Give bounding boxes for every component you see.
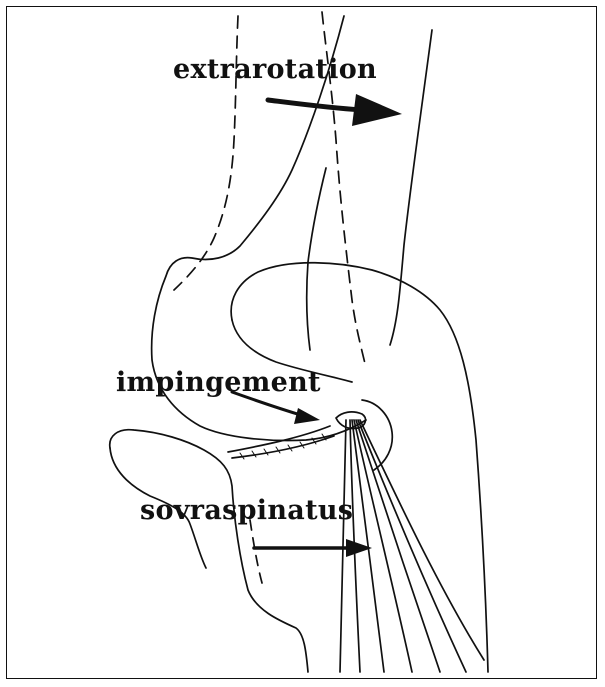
- acromion-outline: [110, 430, 308, 672]
- tendon-fiber: [340, 420, 346, 672]
- humerus-head-outline: [231, 263, 488, 672]
- label-impingement: impingement: [116, 369, 321, 396]
- acromion-lower-line: [250, 520, 264, 590]
- humerus-outline: [390, 30, 432, 345]
- label-sovraspinatus: sovraspinatus: [140, 497, 353, 524]
- label-extrarotation: extrarotation: [173, 56, 377, 83]
- tendon-fiber: [358, 420, 466, 672]
- scapula-inner-line: [307, 168, 326, 350]
- bursa-band-lower: [232, 436, 334, 458]
